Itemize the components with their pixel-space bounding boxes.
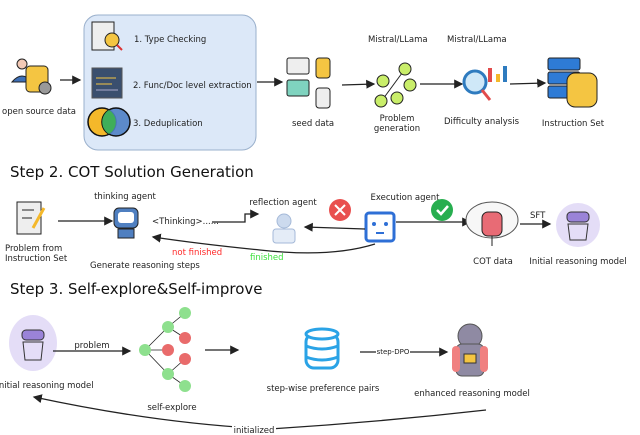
initial-model-icon [556,203,600,247]
cot-data-label: COT data [473,257,513,267]
problem-label: problem [74,341,109,351]
open-source-data-icon [10,58,52,95]
not-finished-label: not finished [172,248,222,258]
enhanced-model-label: enhanced reasoning model [414,389,530,399]
filter-type-checking: 1. Type Checking [134,35,206,45]
problem-generation-label-2: generation [374,124,420,134]
seed-data-label: seed data [292,119,334,129]
initialized-bg [232,424,276,434]
problem-generation-icon [374,62,417,108]
tree-node-correct [179,380,191,392]
preference-pairs-label: step-wise preference pairs [267,384,380,394]
difficulty-analysis-icon [462,66,507,101]
self-explore-label: self-explore [147,403,196,413]
tree-node-wrong [179,353,191,365]
arrow [341,79,376,89]
generate-steps-label: Generate reasoning steps [90,261,200,271]
problem-from-label-1: Problem from [5,244,62,254]
success-check-icon [431,199,453,221]
seed-data-icon [286,57,331,109]
tree-node-correct [139,344,151,356]
initial-model-label: Initial reasoning model [0,381,94,391]
open-source-data-label: open source data [2,107,76,117]
model-label-difficulty: Mistral/LLama [447,35,507,45]
fail-x-icon [329,199,351,221]
thinking-agent-label: thinking agent [94,192,156,202]
instruction-set-icon [547,57,598,108]
preference-pairs-database-icon [304,327,340,370]
arrow [303,222,366,232]
code-extraction-icon [91,67,123,99]
not-finished-arrow [151,233,376,254]
tree-node-correct [162,321,174,333]
finished-label: finished [250,253,284,263]
sft-label: SFT [530,211,546,221]
arrow [509,78,547,88]
reflection-agent-robot-icon [272,213,296,244]
deduplication-venn-icon [87,107,131,137]
tree-node-correct [179,307,191,319]
enhanced-model-robot-icon [452,323,488,377]
step3-title: Step 3. Self-explore&Self-improve [10,280,262,298]
thinking-text: <Thinking>...... [152,217,219,227]
initialized-label: initialized [234,426,275,435]
filter-deduplication: 3. Deduplication [133,119,203,129]
step-dpo-label: step-DPO [377,348,410,356]
execution-agent-robot-icon [364,211,396,243]
step-dpo-bg [376,346,410,356]
cot-data-icon [465,201,519,246]
arrow [212,209,260,223]
initial-model-label: Initial reasoning model [529,257,626,267]
execution-agent-label: Execution agent [371,193,441,203]
filter-func-doc-extraction: 2. Func/Doc level extraction [133,81,252,91]
difficulty-analysis-label: Difficulty analysis [444,117,520,127]
step2-title: Step 2. COT Solution Generation [10,163,254,181]
tree-node-wrong [179,332,191,344]
reflection-agent-label: reflection agent [249,198,317,208]
problem-document-icon [16,201,46,235]
tree-node-wrong [162,344,174,356]
thinking-agent-robot-icon [113,207,139,239]
instruction-set-label: Instruction Set [542,119,605,129]
model-label-problem-gen: Mistral/LLama [368,35,428,45]
initial-model-icon [9,315,57,371]
problem-from-label-2: Instruction Set [5,254,68,264]
tree-node-correct [162,368,174,380]
problem-generation-label-1: Problem [380,114,415,124]
type-checking-icon [91,21,123,51]
